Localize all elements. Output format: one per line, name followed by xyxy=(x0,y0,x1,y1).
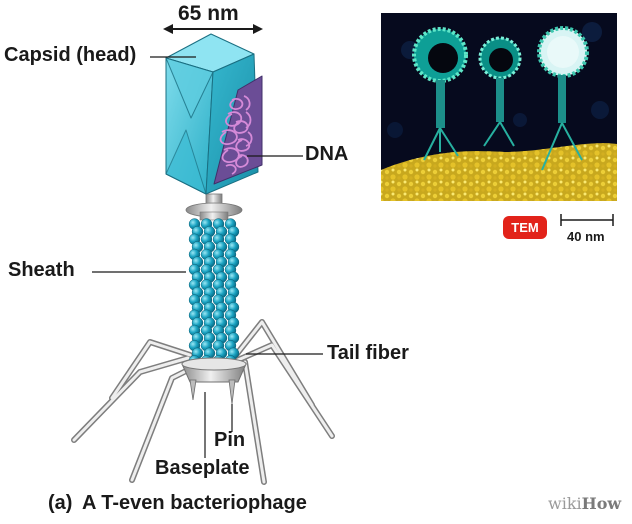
pins xyxy=(189,379,236,405)
sheath-label: Sheath xyxy=(8,259,75,281)
sheath xyxy=(188,218,240,367)
capsid-label: Capsid (head) xyxy=(4,44,137,66)
pin-label: Pin xyxy=(214,429,246,451)
collar xyxy=(185,193,243,221)
scale-bar-label: 40 nm xyxy=(567,229,605,244)
tem-micrograph xyxy=(381,13,617,201)
tail-fiber-label: Tail fiber xyxy=(327,342,409,364)
dimension-label: 65 nm xyxy=(178,2,239,25)
photo-frame xyxy=(381,13,617,201)
watermark-suffix: How xyxy=(581,494,622,513)
leader-lines xyxy=(92,56,323,458)
figure-caption: (a) A T-even bacteriophage xyxy=(48,492,307,515)
dna-strand xyxy=(219,95,253,175)
capsid xyxy=(165,33,263,195)
caption-text: A T-even bacteriophage xyxy=(82,492,307,514)
baseplate-label: Baseplate xyxy=(155,457,250,479)
caption-part: (a) xyxy=(48,492,73,514)
dimension-arrow xyxy=(163,24,263,34)
dna-label: DNA xyxy=(305,143,349,165)
watermark-prefix: wiki xyxy=(548,494,582,513)
scale-bar xyxy=(560,214,614,226)
tem-badge: TEM xyxy=(503,216,547,239)
baseplate xyxy=(181,357,247,383)
wikihow-watermark: wikiHow xyxy=(548,494,621,513)
